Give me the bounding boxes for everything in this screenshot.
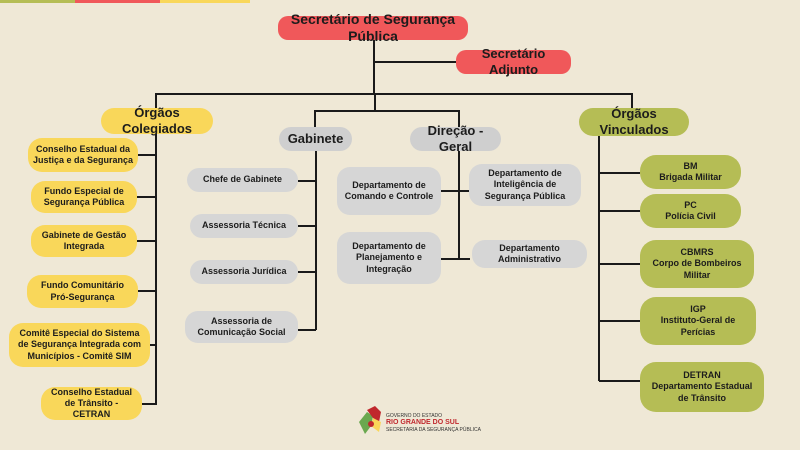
vinculado-item: IGP Instituto-Geral de Perícias (640, 297, 756, 345)
top-stripe-red (75, 0, 160, 3)
colegiado-item: Fundo Comunitário Pró-Segurança (27, 275, 138, 308)
gabinete-item: Assessoria Jurídica (190, 260, 298, 284)
logo-text: GOVERNO DO ESTADO RIO GRANDE DO SUL SECR… (386, 413, 481, 433)
gabinete-item: Assessoria Técnica (190, 214, 298, 238)
node-secretario-adjunto: Secretário Adjunto (456, 46, 571, 77)
logo-line-3: SECRETARIA DA SEGURANÇA PÚBLICA (386, 427, 481, 434)
direcao-item-inteligencia: Departamento de Inteligência de Seguranç… (469, 164, 581, 206)
vinculado-item: BM Brigada Militar (640, 155, 741, 189)
colegiado-item: Fundo Especial de Segurança Pública (31, 181, 137, 213)
gabinete-item: Chefe de Gabinete (187, 168, 298, 192)
colegiado-item: Comitê Especial do Sistema de Segurança … (9, 323, 150, 367)
vinculado-item: PC Polícia Civil (640, 194, 741, 228)
rs-government-logo-icon (359, 406, 381, 434)
top-stripe-green (0, 0, 75, 3)
vinculado-item: DETRAN Departamento Estadual de Trânsito (640, 362, 764, 412)
colegiado-item: Conselho Estadual da Justiça e da Segura… (28, 138, 138, 172)
node-orgaos-vinculados: Órgãos Vinculados (579, 106, 689, 137)
node-direcao-geral: Direção - Geral (410, 123, 501, 154)
node-gabinete: Gabinete (279, 127, 352, 151)
rs-government-logo (355, 404, 445, 438)
direcao-item-comando: Departamento de Comando e Controle (337, 167, 441, 215)
logo-line-1: GOVERNO DO ESTADO (386, 413, 443, 419)
direcao-item-planejamento: Departamento de Planejamento e Integraçã… (337, 232, 441, 284)
vinculado-item: CBMRS Corpo de Bombeiros Militar (640, 240, 754, 288)
top-stripe-yellow (160, 0, 250, 3)
direcao-item-administrativo: Departamento Administrativo (472, 240, 587, 268)
gabinete-item: Assessoria de Comunicação Social (185, 311, 298, 343)
node-secretario: Secretário de Segurança Pública (278, 11, 468, 44)
node-orgaos-colegiados: Órgãos Colegiados (101, 105, 213, 136)
logo-line-2: RIO GRANDE DO SUL (386, 419, 460, 426)
colegiado-item: Conselho Estadual de Trânsito - CETRAN (41, 387, 142, 420)
colegiado-item: Gabinete de Gestão Integrada (31, 225, 137, 257)
